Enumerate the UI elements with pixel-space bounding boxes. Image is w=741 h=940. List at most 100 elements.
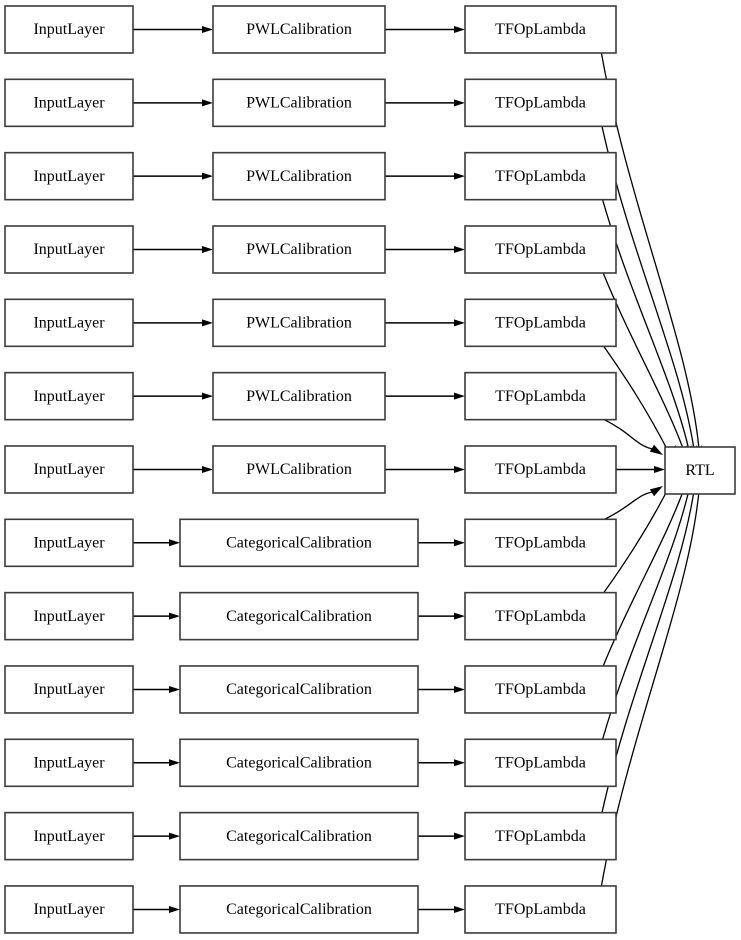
node-pwl-calibration-1-box [212,78,386,128]
node-tfoplambda-12-label: TFOpLambda [495,901,586,918]
node-categorical-calibration-11[interactable]: CategoricalCalibration [179,811,419,861]
node-input-layer-7-box [4,518,134,568]
node-tfoplambda-7-label: TFOpLambda [495,534,586,551]
node-pwl-calibration-1[interactable]: PWLCalibration [212,78,386,128]
node-input-layer-4[interactable]: InputLayer [4,298,134,348]
node-pwl-calibration-5[interactable]: PWLCalibration [212,371,386,421]
edge-calibration-to-op-5-arrowhead [454,392,465,400]
node-input-layer-3[interactable]: InputLayer [4,225,134,274]
node-input-layer-2[interactable]: InputLayer [4,151,134,201]
node-input-layer-10[interactable]: InputLayer [4,738,134,788]
edge-input-to-calibration-6-arrowhead [202,465,213,473]
node-tfoplambda-1-label: TFOpLambda [495,95,586,112]
node-categorical-calibration-9[interactable]: CategoricalCalibration [179,665,419,714]
node-tfoplambda-5-box [464,371,617,421]
edge-op-to-rtl-7 [604,490,655,520]
node-categorical-calibration-12[interactable]: CategoricalCalibration [179,885,419,934]
node-tfoplambda-8-label: TFOpLambda [495,608,586,625]
node-pwl-calibration-6[interactable]: PWLCalibration [212,445,386,494]
node-tfoplambda-12[interactable]: TFOpLambda [464,885,617,934]
node-pwl-calibration-3-label: PWLCalibration [246,241,352,258]
node-input-layer-1[interactable]: InputLayer [4,78,134,128]
node-categorical-calibration-10[interactable]: CategoricalCalibration [179,738,419,788]
node-categorical-calibration-7[interactable]: CategoricalCalibration [179,518,419,568]
node-tfoplambda-4-label: TFOpLambda [495,314,586,331]
node-input-layer-5[interactable]: InputLayer [4,371,134,421]
node-tfoplambda-3[interactable]: TFOpLambda [464,225,617,274]
node-tfoplambda-6-box [464,445,617,494]
node-tfoplambda-1[interactable]: TFOpLambda [464,78,617,128]
node-tfoplambda-1-box [464,78,617,128]
node-pwl-calibration-2[interactable]: PWLCalibration [212,151,386,201]
node-input-layer-8-label: InputLayer [33,608,105,625]
edge-calibration-to-op-8-arrowhead [454,612,465,620]
node-tfoplambda-9-box [464,665,617,714]
node-tfoplambda-2[interactable]: TFOpLambda [464,151,617,201]
node-input-layer-12[interactable]: InputLayer [4,885,134,934]
node-tfoplambda-11-box [464,811,617,861]
node-rtl[interactable]: RTL [664,446,736,495]
node-input-layer-0[interactable]: InputLayer [4,5,134,54]
node-categorical-calibration-8-box [179,591,419,641]
node-pwl-calibration-2-box [212,151,386,201]
node-tfoplambda-8[interactable]: TFOpLambda [464,591,617,641]
node-tfoplambda-9[interactable]: TFOpLambda [464,665,617,714]
node-pwl-calibration-0-box [212,5,386,54]
edge-calibration-to-op-10-arrowhead [454,759,465,767]
node-input-layer-12-box [4,885,134,934]
edge-input-to-calibration-12-arrowhead [169,905,180,913]
node-rtl-label: RTL [685,462,714,479]
node-categorical-calibration-10-label: CategoricalCalibration [226,754,372,771]
node-tfoplambda-10[interactable]: TFOpLambda [464,738,617,788]
node-pwl-calibration-0-label: PWLCalibration [246,21,352,38]
node-pwl-calibration-4[interactable]: PWLCalibration [212,298,386,348]
node-input-layer-3-label: InputLayer [33,241,105,258]
node-categorical-calibration-11-label: CategoricalCalibration [226,828,372,845]
node-input-layer-10-box [4,738,134,788]
node-input-layer-1-box [4,78,134,128]
node-input-layer-5-label: InputLayer [33,388,105,405]
edge-input-to-calibration-9-arrowhead [169,685,180,693]
node-input-layer-4-label: InputLayer [33,314,105,331]
node-pwl-calibration-2-label: PWLCalibration [246,168,352,185]
edge-calibration-to-op-11-arrowhead [454,832,465,840]
node-categorical-calibration-12-label: CategoricalCalibration [226,901,372,918]
node-tfoplambda-10-box [464,738,617,788]
node-categorical-calibration-11-box [179,811,419,861]
node-input-layer-2-label: InputLayer [33,168,105,185]
edge-calibration-to-op-12-arrowhead [454,905,465,913]
node-categorical-calibration-9-label: CategoricalCalibration [226,681,372,698]
node-input-layer-6[interactable]: InputLayer [4,445,134,494]
node-input-layer-9[interactable]: InputLayer [4,665,134,714]
node-categorical-calibration-8[interactable]: CategoricalCalibration [179,591,419,641]
node-tfoplambda-11[interactable]: TFOpLambda [464,811,617,861]
node-input-layer-1-label: InputLayer [33,95,105,112]
node-pwl-calibration-3-box [212,225,386,274]
node-tfoplambda-12-box [464,885,617,934]
edge-op-to-rtl-4 [603,345,671,455]
node-input-layer-6-label: InputLayer [33,461,105,478]
node-categorical-calibration-9-box [179,665,419,714]
node-tfoplambda-9-label: TFOpLambda [495,681,586,698]
node-input-layer-8[interactable]: InputLayer [4,591,134,641]
node-input-layer-7-label: InputLayer [33,534,105,551]
edge-input-to-calibration-5-arrowhead [202,392,213,400]
node-input-layer-11[interactable]: InputLayer [4,811,134,861]
node-tfoplambda-10-label: TFOpLambda [495,754,586,771]
node-tfoplambda-6[interactable]: TFOpLambda [464,445,617,494]
node-pwl-calibration-3[interactable]: PWLCalibration [212,225,386,274]
node-tfoplambda-0[interactable]: TFOpLambda [464,5,617,54]
node-pwl-calibration-0[interactable]: PWLCalibration [212,5,386,54]
node-tfoplambda-4[interactable]: TFOpLambda [464,298,617,348]
node-input-layer-0-label: InputLayer [33,21,105,38]
node-tfoplambda-5[interactable]: TFOpLambda [464,371,617,421]
node-tfoplambda-0-box [464,5,617,54]
node-tfoplambda-7[interactable]: TFOpLambda [464,518,617,568]
node-input-layer-7[interactable]: InputLayer [4,518,134,568]
node-pwl-calibration-4-box [212,298,386,348]
edge-op-to-rtl-8 [603,485,671,594]
node-tfoplambda-2-box [464,151,617,201]
edge-calibration-to-op-1-arrowhead [454,99,465,107]
node-pwl-calibration-6-label: PWLCalibration [246,461,352,478]
